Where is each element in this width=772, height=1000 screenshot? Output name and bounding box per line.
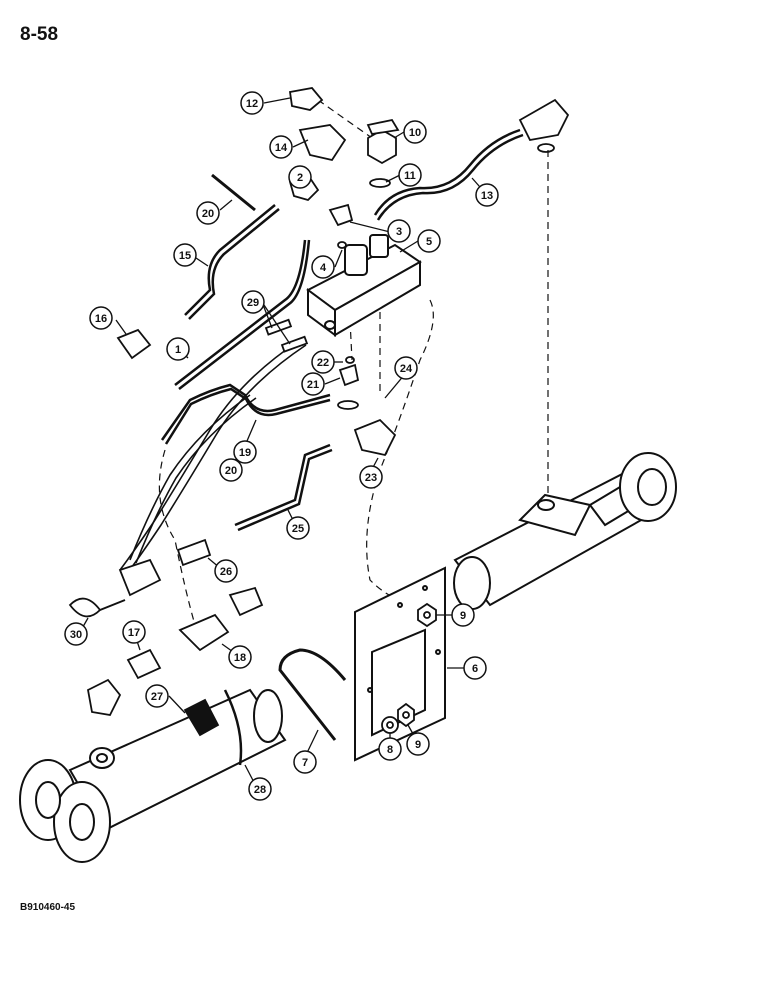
callout-22: 21 (301, 372, 325, 396)
fittings (68, 87, 570, 766)
hydraulic-cylinder-left (19, 688, 287, 863)
callout-3: 3 (387, 219, 411, 243)
mounting-plate (354, 566, 446, 762)
callout-21: 20 (219, 458, 243, 482)
callout-20: 19 (233, 440, 257, 464)
svg-text:10: 10 (409, 127, 421, 139)
callouts: 12 14 10 11 13 2 3 4 5 20 15 16 1 29 22 … (64, 91, 499, 801)
svg-text:18: 18 (234, 652, 246, 664)
callout-9-bottom: 9 (406, 732, 430, 756)
u-bolt (278, 648, 347, 741)
callout-11: 10 (403, 120, 427, 144)
svg-text:15: 15 (179, 250, 191, 262)
svg-text:1: 1 (175, 344, 181, 356)
tube-lines (160, 128, 524, 532)
callout-13: 12 (240, 91, 264, 115)
svg-text:16: 16 (95, 313, 107, 325)
svg-text:13: 13 (481, 190, 493, 202)
svg-text:9: 9 (460, 610, 466, 622)
svg-text:28: 28 (254, 784, 266, 796)
callout-23: 22 (311, 350, 335, 374)
hydraulic-cylinder-right (453, 452, 677, 610)
svg-text:8: 8 (387, 744, 393, 756)
callout-30: 29 (241, 290, 265, 314)
callout-2: 2 (288, 165, 312, 189)
svg-text:12: 12 (246, 98, 258, 110)
callout-12: 11 (398, 163, 422, 187)
svg-text:26: 26 (220, 566, 232, 578)
callout-14: 13 (475, 183, 499, 207)
callout-1: 1 (166, 337, 190, 361)
svg-text:2: 2 (297, 172, 303, 184)
callout-15: 14 (269, 135, 293, 159)
svg-text:3: 3 (396, 226, 402, 238)
callout-9-top: 9 (451, 603, 475, 627)
svg-text:9: 9 (415, 739, 421, 751)
svg-text:19: 19 (239, 447, 251, 459)
svg-text:11: 11 (404, 170, 416, 182)
callout-29: 28 (248, 777, 272, 801)
svg-text:4: 4 (320, 262, 327, 274)
svg-text:27: 27 (151, 691, 163, 703)
svg-text:24: 24 (400, 363, 413, 375)
callout-6: 6 (463, 656, 487, 680)
figure-code: B910460-45 (20, 902, 76, 913)
callout-18: 17 (122, 620, 146, 644)
svg-text:29: 29 (247, 297, 259, 309)
callout-16: 15 (173, 243, 197, 267)
svg-text:30: 30 (70, 629, 82, 641)
callout-25: 24 (394, 356, 418, 380)
callout-7: 7 (293, 750, 317, 774)
svg-text:23: 23 (365, 472, 377, 484)
svg-text:21: 21 (307, 379, 319, 391)
callout-10: 20 (196, 201, 220, 225)
svg-text:5: 5 (426, 236, 432, 248)
callout-5: 5 (417, 229, 441, 253)
callout-27: 26 (214, 559, 238, 583)
svg-text:25: 25 (292, 523, 304, 535)
svg-text:14: 14 (275, 142, 288, 154)
svg-text:17: 17 (128, 627, 140, 639)
callout-4: 4 (311, 255, 335, 279)
callout-31: 30 (64, 622, 88, 646)
hoses (119, 339, 307, 576)
svg-text:20: 20 (202, 208, 214, 220)
page-number: 8-58 (20, 24, 59, 45)
valve-block (306, 234, 422, 337)
callout-26: 25 (286, 516, 310, 540)
svg-text:6: 6 (472, 663, 478, 675)
callout-17: 16 (89, 306, 113, 330)
callout-19: 18 (228, 645, 252, 669)
callout-8: 8 (378, 737, 402, 761)
svg-text:22: 22 (317, 357, 329, 369)
callout-28: 27 (145, 684, 169, 708)
callout-24: 23 (359, 465, 383, 489)
svg-text:20: 20 (225, 465, 237, 477)
svg-text:7: 7 (302, 757, 308, 769)
